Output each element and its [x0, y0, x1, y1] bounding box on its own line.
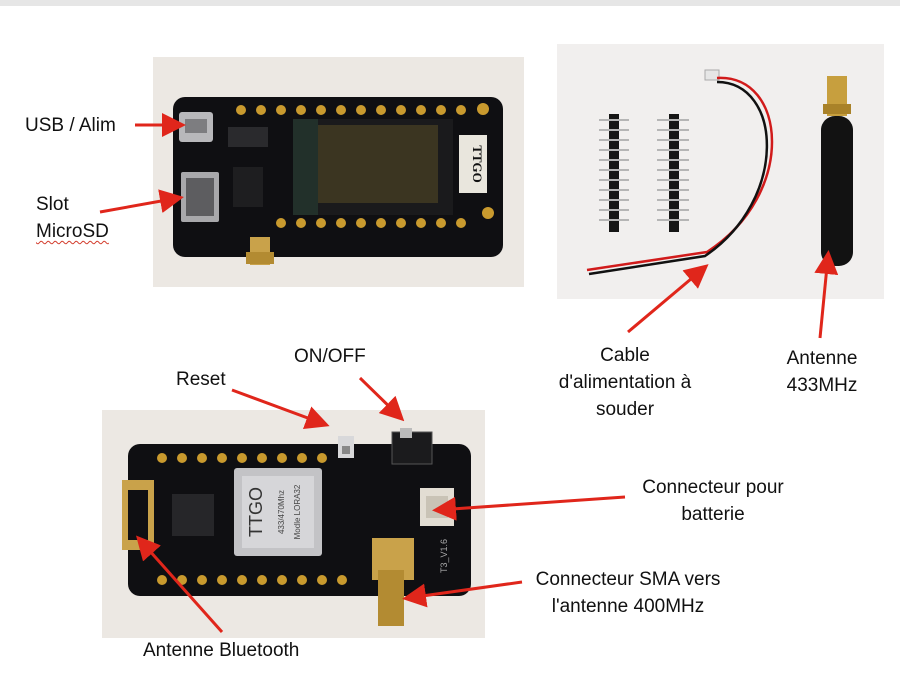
arrow-bluetooth — [136, 535, 224, 633]
label-microsd: MicroSD — [36, 221, 109, 242]
photo-board-top: TTGO — [153, 57, 524, 287]
arrow-cable — [627, 264, 709, 334]
arrow-batterie — [432, 495, 626, 521]
label-cable-line1: Cable — [600, 345, 650, 366]
label-antenne-bluetooth: Antenne Bluetooth — [143, 640, 300, 661]
label-cable-line3: souder — [595, 399, 655, 420]
label-batt-line1: Connecteur pour — [642, 477, 784, 498]
arrow-sma — [402, 580, 523, 608]
label-batt-line2: batterie — [681, 504, 745, 525]
label-antenne-433: Antenne 433MHz — [772, 347, 872, 398]
top-border — [0, 0, 900, 6]
label-cable-line2: d'alimentation à — [558, 372, 692, 393]
arrow-onoff — [358, 376, 405, 422]
version-label: T3_V1.6 — [439, 539, 449, 573]
module-freq-label: 433/470Mhz — [277, 490, 286, 534]
label-reset: Reset — [176, 369, 226, 390]
label-onoff: ON/OFF — [294, 346, 366, 367]
label-usb-alim: USB / Alim — [25, 115, 116, 136]
arrow-reset — [231, 388, 330, 430]
label-antenne-line1: Antenne — [786, 348, 858, 369]
arrow-antenne — [814, 250, 839, 339]
label-connecteur-batterie: Connecteur pour batterie — [628, 476, 798, 527]
label-antenne-line2: 433MHz — [786, 375, 858, 396]
arrow-microsd — [99, 189, 184, 214]
label-connecteur-sma: Connecteur SMA vers l'antenne 400MHz — [520, 568, 736, 619]
module-model-label: Modle LORA32 — [293, 484, 302, 539]
label-sma-line1: Connecteur SMA vers — [535, 569, 721, 590]
photo-board-bottom: TTGO 433/470Mhz Modle LORA32 T3_V1.6 — [102, 410, 485, 638]
ttgo-label-top: TTGO — [470, 145, 485, 183]
label-slot: Slot — [36, 194, 69, 215]
label-sma-line2: l'antenne 400MHz — [551, 596, 705, 617]
ttgo-module-label: TTGO — [246, 487, 266, 537]
label-cable: Cable d'alimentation à souder — [548, 344, 702, 422]
